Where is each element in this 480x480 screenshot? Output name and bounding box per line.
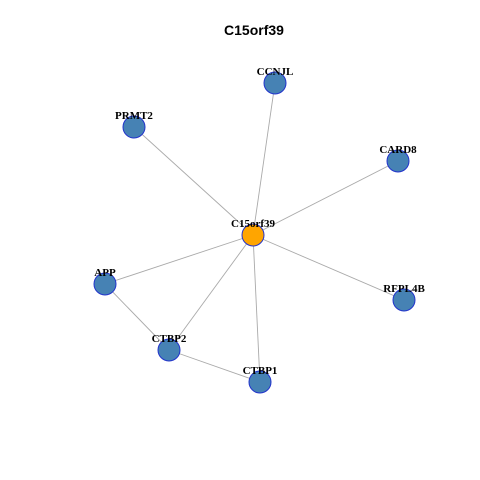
edge-c15orf39-rfpl4b xyxy=(252,234,405,301)
node-ctbp1[interactable]: CTBP1 xyxy=(243,365,278,394)
node-label: CTBP1 xyxy=(243,365,278,377)
edge-c15orf39-ctbp1 xyxy=(252,234,261,383)
node-circle[interactable] xyxy=(122,115,146,139)
node-card8[interactable]: CARD8 xyxy=(379,144,417,173)
node-circle[interactable] xyxy=(93,272,117,296)
node-c15orf39[interactable]: C15orf39 xyxy=(231,218,275,247)
edge-ctbp2-ctbp1 xyxy=(168,349,261,383)
node-label: CARD8 xyxy=(379,144,417,156)
node-ctbp2[interactable]: CTBP2 xyxy=(152,333,187,362)
diagram-title: C15orf39 xyxy=(224,22,284,38)
node-label: RFPL4B xyxy=(383,283,425,295)
node-prmt2[interactable]: PRMT2 xyxy=(115,110,153,139)
node-label: PRMT2 xyxy=(115,110,153,122)
edge-c15orf39-ctbp2 xyxy=(168,234,254,351)
node-app[interactable]: APP xyxy=(93,267,117,296)
node-label: CCNJL xyxy=(257,66,294,78)
edge-app-ctbp2 xyxy=(104,283,170,351)
node-circle[interactable] xyxy=(392,288,416,312)
node-circle[interactable] xyxy=(157,338,181,362)
node-circle[interactable] xyxy=(241,223,265,247)
edges-layer xyxy=(104,82,405,383)
node-circle[interactable] xyxy=(386,149,410,173)
node-label: CTBP2 xyxy=(152,333,187,345)
edge-c15orf39-ccnjl xyxy=(252,82,276,236)
edge-c15orf39-card8 xyxy=(252,160,399,236)
node-circle[interactable] xyxy=(248,370,272,394)
node-ccnjl[interactable]: CCNJL xyxy=(257,66,294,95)
node-circle[interactable] xyxy=(263,71,287,95)
node-label: C15orf39 xyxy=(231,218,275,230)
edge-c15orf39-app xyxy=(104,234,254,285)
edge-c15orf39-prmt2 xyxy=(133,126,254,236)
node-label: APP xyxy=(94,267,116,279)
node-rfpl4b[interactable]: RFPL4B xyxy=(383,283,425,312)
